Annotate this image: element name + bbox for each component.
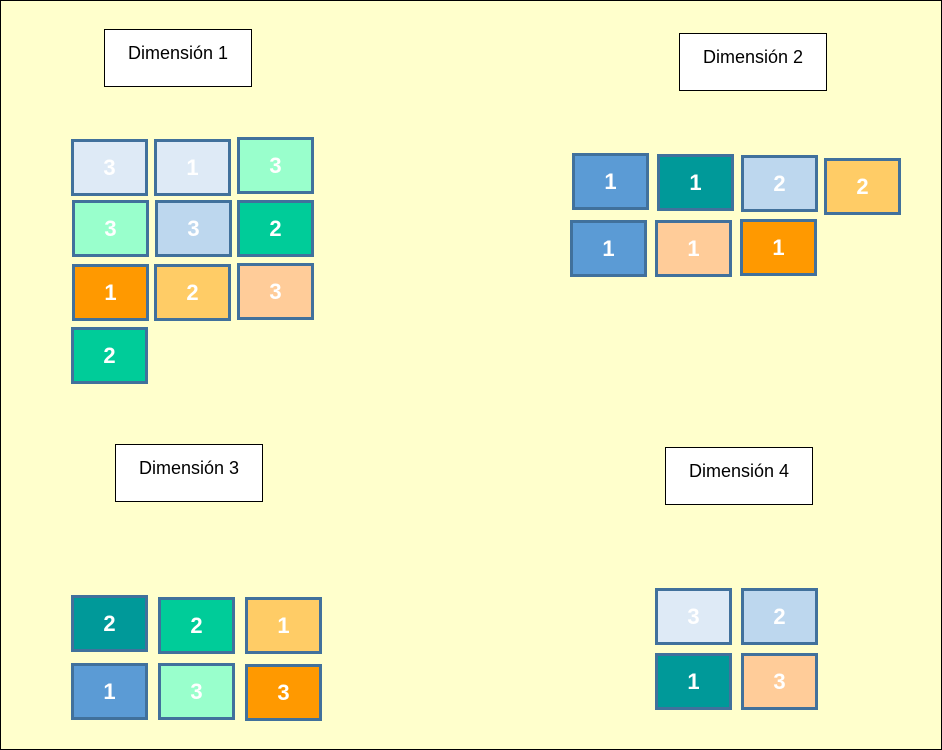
dimension-3-tile: 3 bbox=[245, 664, 322, 721]
dimension-2-tile: 1 bbox=[657, 154, 734, 211]
dimension-2-tile: 1 bbox=[572, 153, 649, 210]
dimension-2-tile: 1 bbox=[740, 219, 817, 276]
dimension-1-tile: 2 bbox=[154, 264, 231, 321]
dimension-3-tile: 2 bbox=[158, 597, 235, 654]
dimension-1-tile: 3 bbox=[71, 139, 148, 196]
dimension-2-tile: 2 bbox=[824, 158, 901, 215]
dimension-3-label: Dimensión 3 bbox=[115, 444, 263, 502]
dimension-1-tile: 2 bbox=[237, 200, 314, 257]
dimension-4-tile: 1 bbox=[655, 653, 732, 710]
dimension-2-tile: 1 bbox=[570, 220, 647, 277]
dimension-1-label: Dimensión 1 bbox=[104, 29, 252, 87]
dimension-4-tile: 2 bbox=[741, 588, 818, 645]
dimension-4-tile: 3 bbox=[655, 588, 732, 645]
dimension-3-tile: 2 bbox=[71, 595, 148, 652]
dimension-2-tile: 1 bbox=[655, 220, 732, 277]
dimension-1-tile: 3 bbox=[237, 263, 314, 320]
dimension-2-label: Dimensión 2 bbox=[679, 33, 827, 91]
dimension-1-tile: 1 bbox=[154, 139, 231, 196]
dimension-4-label: Dimensión 4 bbox=[665, 447, 813, 505]
dimension-2-tile: 2 bbox=[741, 155, 818, 212]
dimension-3-tile: 3 bbox=[158, 663, 235, 720]
dimension-3-tile: 1 bbox=[71, 663, 148, 720]
dimension-1-tile: 1 bbox=[72, 264, 149, 321]
dimension-1-tile: 3 bbox=[155, 200, 232, 257]
dimension-3-tile: 1 bbox=[245, 597, 322, 654]
dimension-1-tile: 3 bbox=[72, 200, 149, 257]
dimension-4-tile: 3 bbox=[741, 653, 818, 710]
dimension-1-tile: 2 bbox=[71, 327, 148, 384]
dimension-1-tile: 3 bbox=[237, 137, 314, 194]
